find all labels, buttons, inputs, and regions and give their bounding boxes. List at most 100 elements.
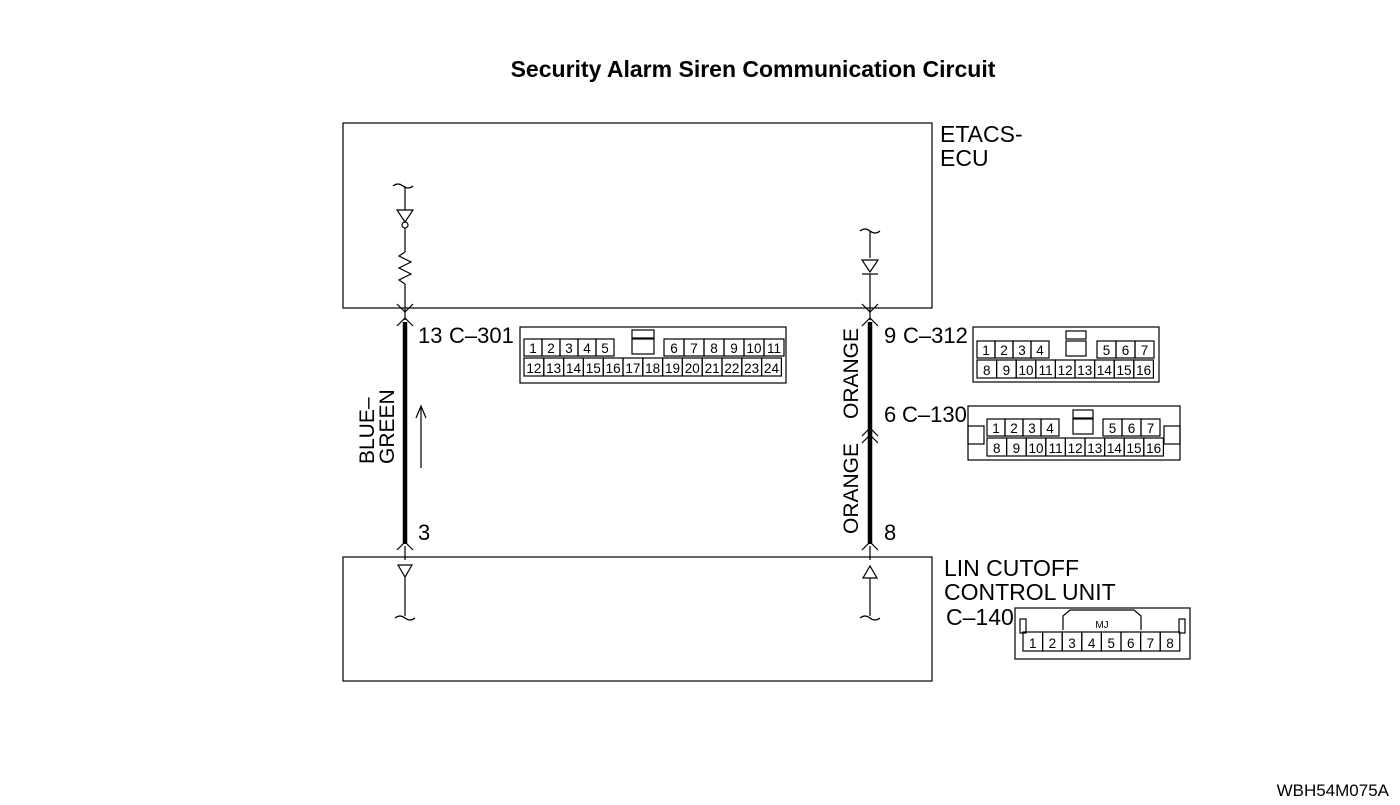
c301-pin-number: 14 (566, 361, 582, 376)
c140-lock (1062, 609, 1142, 630)
c312-pin-number: 8 (983, 363, 991, 378)
c130-side-tab-right (1163, 425, 1181, 445)
lin-cutoff-label-line2: CONTROL UNIT (944, 579, 1116, 605)
c301-pin-cell (760, 357, 782, 377)
left-wire (396, 317, 414, 560)
c130-pin-number: 14 (1107, 441, 1123, 456)
c140-housing (1014, 607, 1191, 660)
c312-pin-number: 3 (1018, 343, 1026, 358)
c130-pin-number: 9 (1013, 441, 1021, 456)
c312-pin-number: 14 (1097, 363, 1113, 378)
c130-pin-number: 1 (992, 421, 1000, 436)
c312-pin-number: 16 (1136, 363, 1151, 378)
etacs-left-internal-circuit (392, 183, 415, 320)
connector-latch (631, 338, 655, 355)
c301-pin-number: 24 (764, 361, 780, 376)
right-top-pin: 9 (884, 323, 896, 348)
c301-pin-number: 9 (730, 341, 738, 356)
connector-latch (1065, 340, 1087, 357)
c312-pin-cell (1030, 340, 1050, 359)
lin-right-internal-circuit (859, 564, 881, 621)
c140-pin-number: 1 (1029, 636, 1037, 651)
lin-left-internal-circuit (394, 564, 416, 621)
c140-pin-number: 2 (1049, 636, 1057, 651)
c130-pin-number: 7 (1147, 421, 1155, 436)
c130-pin-number: 4 (1046, 421, 1054, 436)
c140-pin-number: 4 (1088, 636, 1096, 651)
c312-pin-number: 1 (982, 343, 990, 358)
c130-pin-cell (1140, 418, 1161, 437)
c301-key (631, 329, 655, 339)
c130-pin-cell (1143, 437, 1165, 457)
c301-pin-number: 8 (710, 341, 718, 356)
c312-pin-number: 12 (1058, 363, 1073, 378)
left-wire-color: BLUE– GREEN (356, 389, 399, 464)
c140-pin-cell (1159, 631, 1181, 652)
c130-pin-number: 5 (1109, 421, 1117, 436)
c301-pin-number: 13 (546, 361, 561, 376)
c130-pin-number: 12 (1068, 441, 1083, 456)
c301-pin-number: 5 (601, 341, 609, 356)
c130-connector-label: C–130 (902, 402, 967, 427)
c301-pin-number: 1 (529, 341, 537, 356)
c130-pin-number: 11 (1049, 441, 1063, 456)
c312-pin-number: 13 (1077, 363, 1092, 378)
c312-pin-number: 5 (1103, 343, 1111, 358)
c301-connector-label: C–301 (449, 323, 514, 348)
c301-pin-number: 6 (670, 341, 678, 356)
c312-pin-number: 10 (1018, 363, 1033, 378)
c140-pin-number: 7 (1147, 636, 1155, 651)
etacs-ecu-label-line1: ETACS- (940, 121, 1023, 147)
etacs-ecu-box (342, 122, 933, 309)
c140-mj-label: MJ (1095, 620, 1108, 631)
c301-pin-number: 3 (565, 341, 573, 356)
c130-pin-number: 13 (1087, 441, 1102, 456)
left-bottom-pin: 3 (418, 520, 430, 545)
c301-pin-number: 16 (606, 361, 621, 376)
c312-key (1065, 330, 1087, 340)
left-top-pin: 13 (418, 323, 442, 348)
c140-pin-number: 3 (1068, 636, 1076, 651)
c312-housing (972, 326, 1160, 383)
right-wire (861, 317, 879, 560)
wire-color-blue: BLUE– (356, 397, 379, 464)
figure-code: WBH54M075A (1277, 781, 1390, 800)
c301-pin-number: 2 (547, 341, 555, 356)
right-wire-color-upper: ORANGE (840, 328, 863, 419)
diagram-title: Security Alarm Siren Communication Circu… (511, 56, 996, 82)
lin-cutoff-label-line1: LIN CUTOFF (944, 555, 1079, 581)
c301-pin-number: 22 (724, 361, 739, 376)
right-bottom-pin: 8 (884, 520, 896, 545)
signal-direction-arrow-icon (415, 404, 427, 468)
c312-pin-cell (1133, 359, 1155, 379)
c312-connector-label: C–312 (903, 323, 968, 348)
c130-pin-number: 2 (1010, 421, 1018, 436)
c301-pin-number: 19 (665, 361, 680, 376)
connector-latch (1072, 418, 1094, 435)
c312-pin-number: 11 (1039, 363, 1053, 378)
c301-pin-number: 21 (705, 361, 720, 376)
c130-pin-number: 6 (1128, 421, 1136, 436)
c301-pin-cell (763, 338, 785, 357)
c130-side-tab-left (967, 425, 985, 445)
c301-pin-number: 20 (685, 361, 700, 376)
etacs-ecu-label-line2: ECU (940, 145, 989, 171)
c301-pin-number: 4 (583, 341, 591, 356)
c130-pin-number: 3 (1028, 421, 1036, 436)
right-wire-color-lower: ORANGE (840, 443, 863, 534)
c301-pin-number: 15 (586, 361, 601, 376)
etacs-right-internal-circuit (859, 228, 881, 320)
c140-pin-number: 6 (1127, 636, 1135, 651)
c301-pin-number: 12 (526, 361, 541, 376)
right-mid-pin: 6 (884, 402, 896, 427)
c301-pin-cell (595, 338, 615, 357)
c130-pin-number: 15 (1126, 441, 1141, 456)
c140-pin-number: 5 (1107, 636, 1115, 651)
c312-pin-number: 9 (1003, 363, 1011, 378)
c301-pin-number: 10 (746, 341, 761, 356)
c312-pin-number: 15 (1116, 363, 1131, 378)
